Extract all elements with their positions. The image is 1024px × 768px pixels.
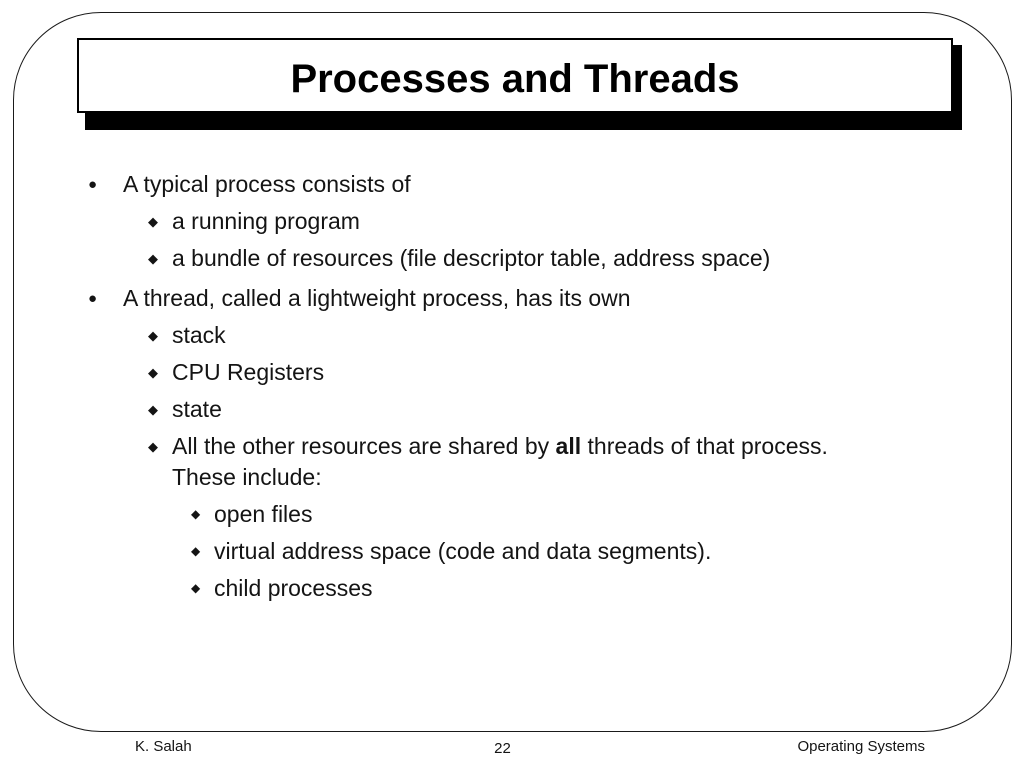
slide-rounded-border <box>13 12 1012 732</box>
bullet-item: ◆ child processes <box>0 573 1024 604</box>
bullet-item: ◆ open files <box>0 499 1024 530</box>
bullet-text: state <box>172 396 222 422</box>
bullet-item: ◆ All the other resources are shared by … <box>0 431 1024 493</box>
footer-author: K. Salah <box>135 738 192 755</box>
bullet-text-part: threads of that process. <box>581 433 828 459</box>
bullet-text: a running program <box>172 208 360 234</box>
bullet-diamond-icon: ◆ <box>191 581 201 595</box>
bullet-item: ◆ CPU Registers <box>0 357 1024 388</box>
bullet-text-part: All the other resources are shared by <box>172 433 556 459</box>
bullet-text: child processes <box>214 575 373 601</box>
bullet-diamond-icon: ◆ <box>148 439 158 454</box>
bullet-diamond-icon: ◆ <box>191 544 201 558</box>
footer-page-number: 22 <box>494 740 511 757</box>
bullet-item: ◆ state <box>0 394 1024 425</box>
bullet-diamond-icon: ◆ <box>148 251 158 266</box>
footer-course-title: Operating Systems <box>797 738 925 755</box>
bullet-dot-icon: ● <box>88 290 98 307</box>
bullet-text: stack <box>172 322 226 348</box>
bullet-text: a bundle of resources (file descriptor t… <box>172 245 771 271</box>
bullet-diamond-icon: ◆ <box>148 214 158 229</box>
bullet-item: ◆ stack <box>0 320 1024 351</box>
bullet-text: CPU Registers <box>172 359 325 385</box>
page-title: Processes and Threads <box>290 56 740 101</box>
bullet-text-line2: These include: <box>172 464 322 490</box>
bullet-diamond-icon: ◆ <box>148 402 158 417</box>
bullet-text: A thread, called a lightweight process, … <box>123 285 631 311</box>
bullet-text: open files <box>214 501 313 527</box>
bullet-text-bold: all <box>555 433 582 459</box>
title-box: Processes and Threads <box>77 38 953 113</box>
bullet-item: ◆ a bundle of resources (file descriptor… <box>0 243 1024 274</box>
bullet-text: virtual address space (code and data seg… <box>214 538 712 564</box>
bullet-diamond-icon: ◆ <box>148 328 158 343</box>
bullet-diamond-icon: ◆ <box>191 507 201 521</box>
bullet-dot-icon: ● <box>88 176 98 193</box>
slide-body: ● A typical process consists of ◆ a runn… <box>0 169 1024 610</box>
bullet-text: All the other resources are shared by al… <box>172 431 828 493</box>
bullet-item: ● A thread, called a lightweight process… <box>0 283 1024 314</box>
bullet-item: ◆ virtual address space (code and data s… <box>0 536 1024 567</box>
bullet-item: ◆ a running program <box>0 206 1024 237</box>
bullet-text: A typical process consists of <box>123 171 411 197</box>
bullet-item: ● A typical process consists of <box>0 169 1024 200</box>
bullet-diamond-icon: ◆ <box>148 365 158 380</box>
